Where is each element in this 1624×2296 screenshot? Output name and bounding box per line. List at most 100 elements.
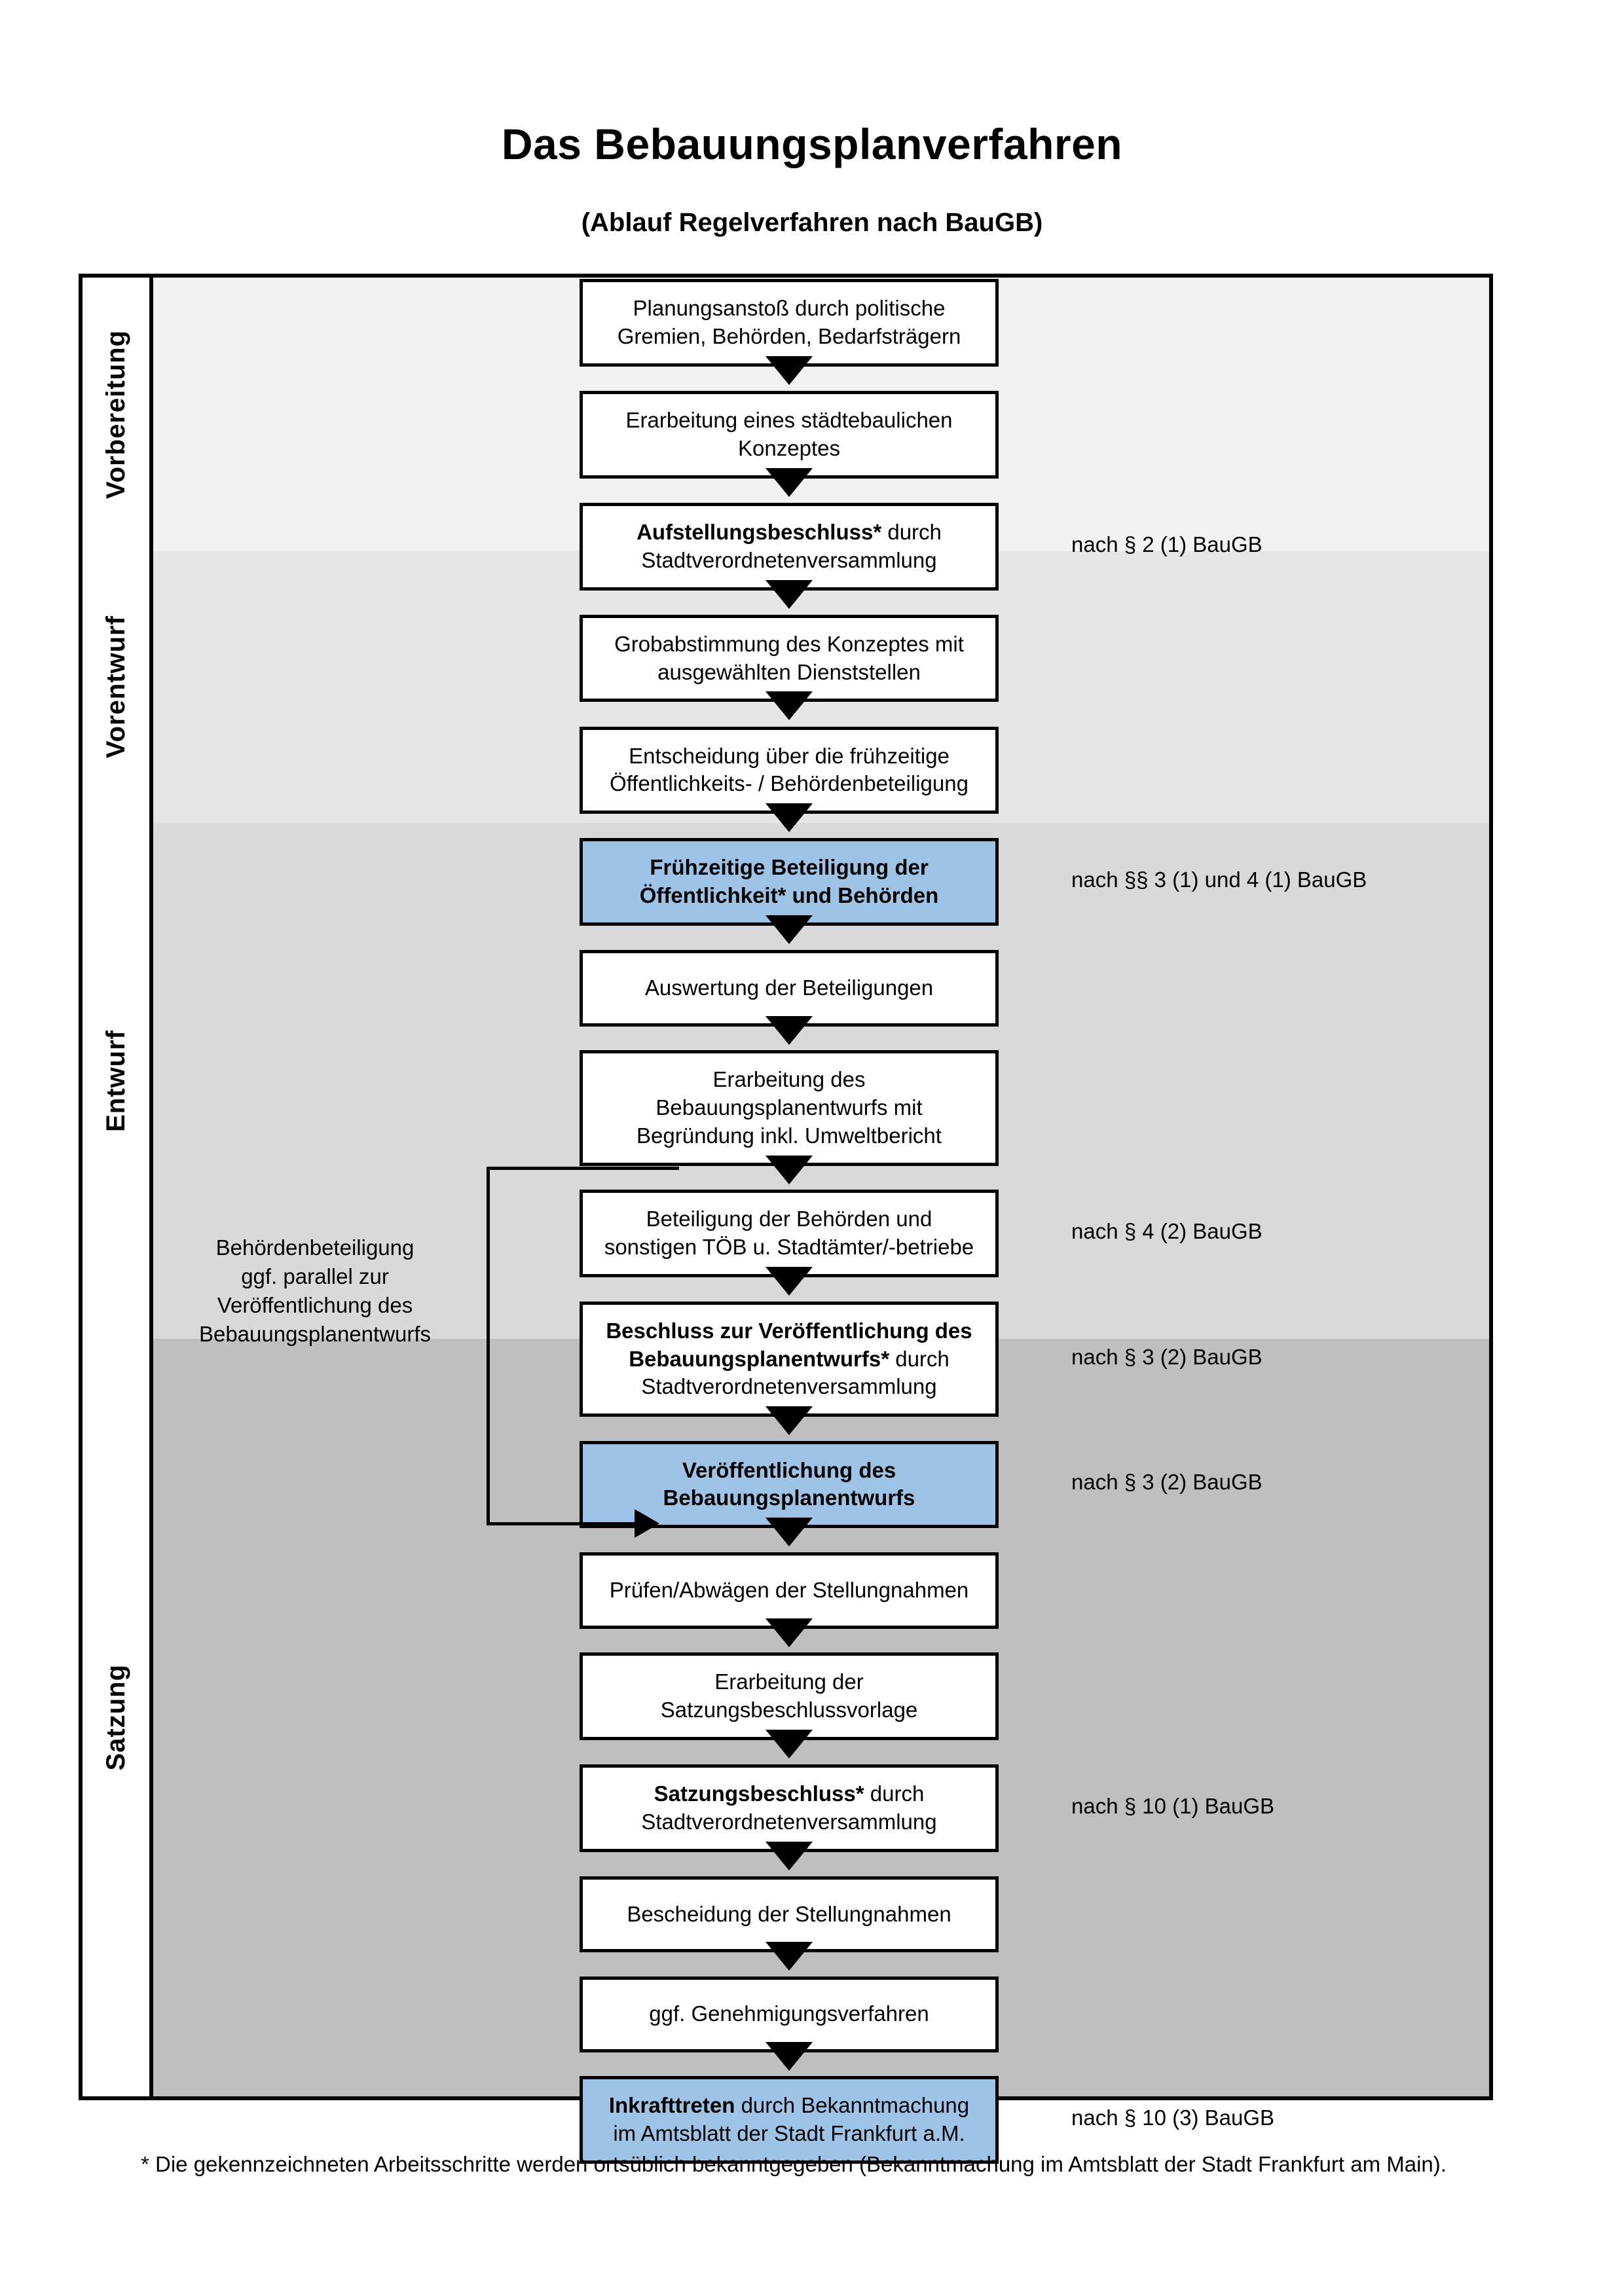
phase-label-satzung: Satzung	[83, 1339, 149, 2096]
flow-node-text: Erarbeitung der	[714, 1669, 864, 1694]
flow-arrow-down	[766, 1841, 813, 1870]
flow-node-line: Entscheidung über die frühzeitige	[610, 742, 969, 771]
legal-reference-l1: nach § 2 (1) BauGB	[1071, 532, 1263, 556]
flow-arrow-down	[766, 1618, 813, 1647]
flow-node-line: Gremien, Behörden, Bedarfsträgern	[618, 323, 961, 351]
flow-node-s9[interactable]: Beteiligung der Behörden und sonstigen TÖ…	[580, 1189, 999, 1277]
flow-node-line: Prüfen/Abwägen der Stellungnahmen	[610, 1576, 969, 1605]
flow-node-line: Grobabstimmung des Konzeptes mit	[614, 630, 964, 659]
flow-node-text: Gremien, Behörden, Bedarfsträgern	[617, 323, 961, 348]
flow-node-text: Erarbeitung eines städtebaulichen	[625, 407, 953, 432]
flow-node-text: Beteiligung der Behörden und	[646, 1206, 932, 1231]
flow-node-line: Satzungsbeschluss* durch	[641, 1780, 936, 1808]
flow-node-text: ggf. Genehmigungsverfahren	[649, 2001, 929, 2026]
flow-node-s12[interactable]: Prüfen/Abwägen der Stellungnahmen	[580, 1552, 999, 1629]
phase-label-entwurf: Entwurf	[83, 823, 149, 1339]
flow-node-text-suffix: durch	[889, 1346, 950, 1371]
flow-node-line: ggf. Genehmigungsverfahren	[649, 2000, 929, 2028]
flow-node-text: Aufstellungsbeschluss*	[637, 519, 882, 544]
flow-node-line: ausgewählten Dienststellen	[614, 659, 964, 687]
flow-node-line: Bebauungsplanentwurfs	[663, 1484, 915, 1512]
flow-node-line: Bebauungsplanentwurfs* durch	[606, 1345, 972, 1374]
flow-node-text: Satzungsbeschlussvorlage	[660, 1697, 918, 1722]
flow-node-line: Erarbeitung der	[661, 1668, 918, 1696]
flow-node-text: im Amtsblatt der Stadt Frankfurt a.M.	[613, 2121, 965, 2146]
flow-node-text: Stadtverordnetenversammlung	[641, 547, 937, 572]
flow-node-text: Erarbeitung des	[712, 1066, 866, 1091]
legal-reference-l2: nach §§ 3 (1) und 4 (1) BauGB	[1071, 867, 1367, 892]
flow-node-line: Erarbeitung des	[637, 1066, 942, 1094]
flow-arrow-down	[766, 915, 813, 945]
flow-node-text: Öffentlichkeits- / Behördenbeteiligung	[610, 771, 969, 796]
flow-arrow-down	[766, 2042, 813, 2071]
flow-node-line: Veröffentlichung des	[663, 1457, 915, 1485]
flow-node-text: Konzeptes	[738, 435, 840, 460]
flow-arrow-down	[766, 1266, 813, 1296]
parallel-loop-connector	[83, 278, 1489, 2096]
phase-label-vorbereitung: Vorbereitung	[83, 278, 149, 551]
flow-node-text: Frühzeitige Beteiligung der	[650, 855, 929, 880]
side-note-line: Bebauungsplanentwurfs	[198, 1321, 432, 1346]
flow-node-line: Beteiligung der Behörden und	[604, 1205, 974, 1233]
legal-reference-l6: nach § 10 (1) BauGB	[1071, 1793, 1275, 1818]
flow-node-text: sonstigen TÖB u. Stadtämter/-betriebe	[604, 1234, 974, 1259]
legal-reference-l4: nach § 3 (2) BauGB	[1071, 1345, 1263, 1370]
flow-arrow-down	[766, 803, 813, 833]
page-subtitle: (Ablauf Regelverfahren nach BauGB)	[581, 208, 1043, 237]
flow-node-line: sonstigen TÖB u. Stadtämter/-betriebe	[604, 1233, 974, 1262]
flow-node-text-suffix: durch	[864, 1781, 925, 1806]
flow-arrow-down	[766, 579, 813, 609]
flow-node-line: Beschluss zur Veröffentlichung des	[606, 1317, 972, 1345]
flow-node-line: Frühzeitige Beteiligung der	[640, 854, 939, 882]
side-note-line: Behördenbeteiligung	[215, 1235, 415, 1260]
side-note-line: Veröffentlichung des	[217, 1292, 413, 1317]
flow-node-s15[interactable]: Bescheidung der Stellungnahmen	[580, 1876, 999, 1953]
flow-node-line: Öffentlichkeit* und Behörden	[640, 882, 939, 910]
flow-node-line: Öffentlichkeits- / Behördenbeteiligung	[610, 770, 969, 798]
flow-node-text: Bebauungsplanentwurfs	[663, 1485, 915, 1510]
flow-node-text: Grobabstimmung des Konzeptes mit	[614, 631, 964, 656]
flow-node-line: Konzeptes	[625, 435, 952, 463]
legal-reference-l3: nach § 4 (2) BauGB	[1071, 1218, 1263, 1243]
flow-node-line: Auswertung der Beteiligungen	[645, 974, 933, 1002]
flow-node-line: Planungsanstoß durch politische	[618, 295, 961, 323]
flow-node-line: Stadtverordnetenversammlung	[641, 1808, 936, 1836]
flow-node-text: Planungsanstoß durch politische	[633, 296, 946, 321]
flow-node-s4[interactable]: Grobabstimmung des Konzeptes mit ausgewäh…	[580, 614, 999, 702]
flow-node-line: Inkrafttreten durch Bekanntmachung	[609, 2092, 969, 2120]
flow-node-line: Satzungsbeschlussvorlage	[661, 1696, 918, 1724]
flow-node-text: Begründung inkl. Umweltbericht	[637, 1123, 942, 1148]
flow-node-text: Auswertung der Beteiligungen	[644, 975, 934, 1000]
flow-arrow-down	[766, 1729, 813, 1758]
legal-reference-l5: nach § 3 (2) BauGB	[1071, 1470, 1263, 1495]
flow-arrow-down	[766, 467, 813, 497]
footnote: * Die gekennzeichneten Arbeitsschritte w…	[141, 2152, 1447, 2176]
flow-arrow-down	[766, 1942, 813, 1971]
flow-arrow-down	[766, 1155, 813, 1184]
flow-arrow-down	[766, 355, 813, 385]
flow-node-line: Bebauungsplanentwurfs mit	[637, 1094, 942, 1122]
flow-arrow-down	[766, 691, 813, 721]
flow-node-text: Bescheidung der Stellungnahmen	[627, 1901, 951, 1926]
flow-node-line: im Amtsblatt der Stadt Frankfurt a.M.	[609, 2120, 969, 2148]
flow-node-text-suffix: durch	[881, 519, 942, 544]
flow-node-text: ausgewählten Dienststellen	[657, 659, 921, 684]
phase-label-vorentwurf: Vorentwurf	[83, 551, 149, 823]
flow-arrow-down	[766, 1015, 813, 1045]
flow-node-text: Bebauungsplanentwurfs mit	[655, 1095, 923, 1120]
flow-node-s7[interactable]: Auswertung der Beteiligungen	[580, 950, 999, 1027]
legal-reference-l7: nach § 10 (3) BauGB	[1071, 2105, 1275, 2130]
flow-arrow-down	[766, 1406, 813, 1436]
